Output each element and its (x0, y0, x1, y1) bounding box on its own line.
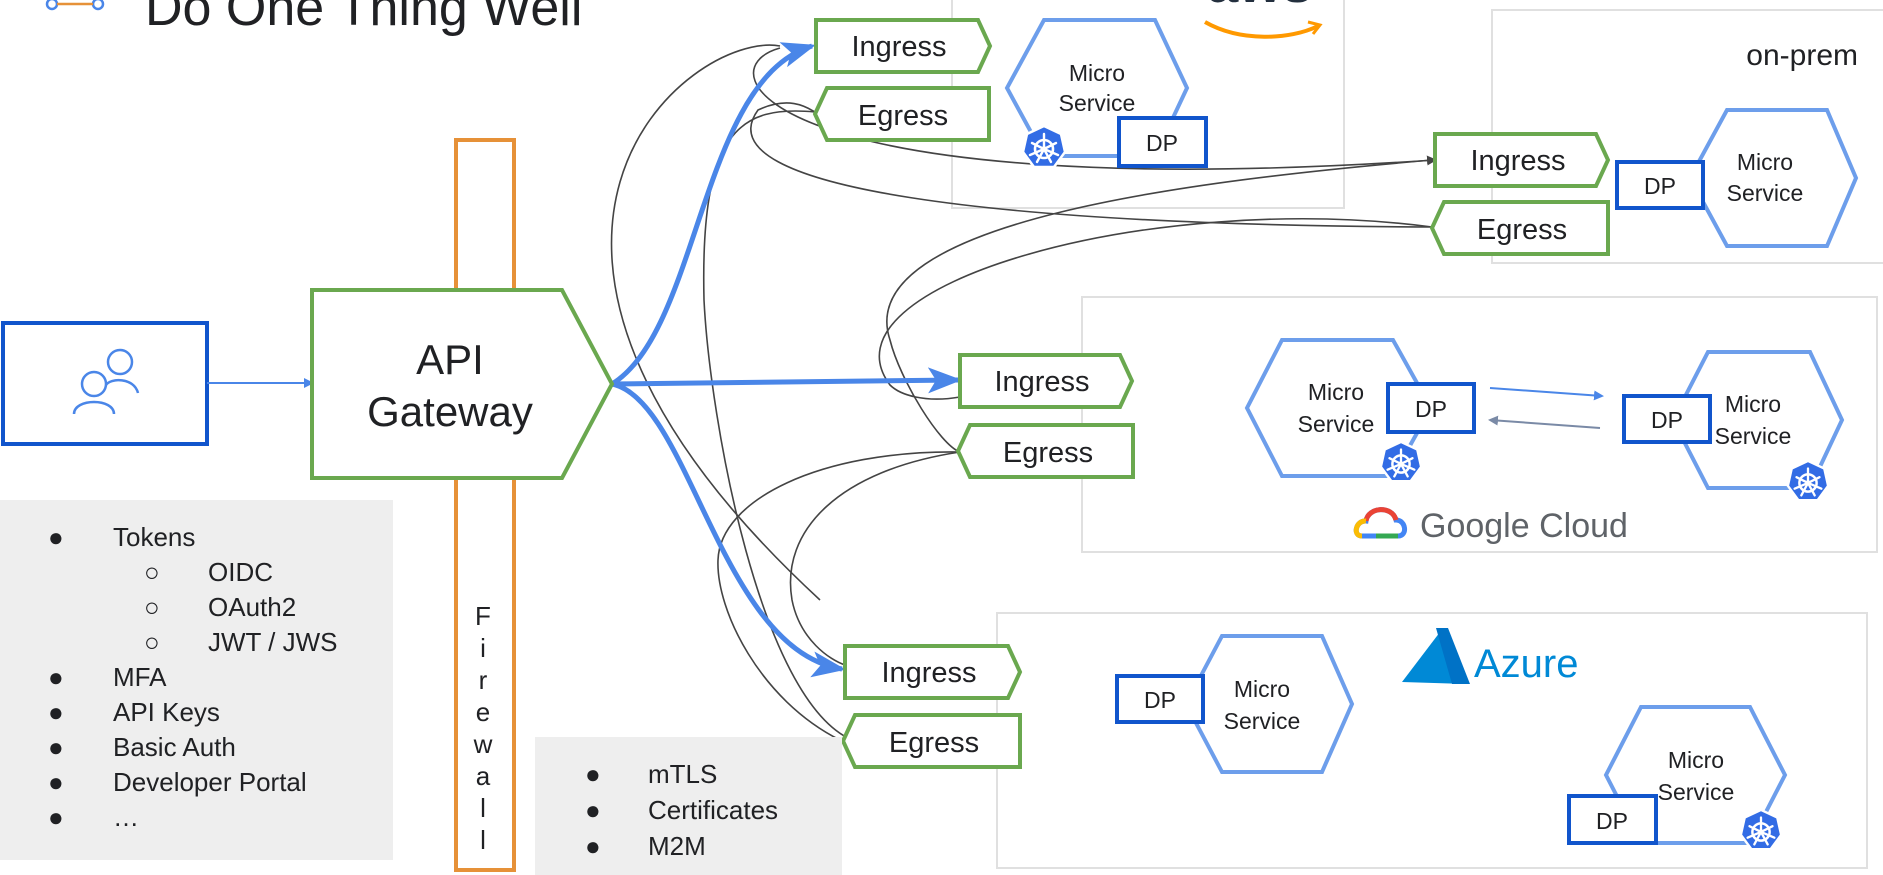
list-item-label: Basic Auth (113, 732, 236, 762)
gateway-arrows (610, 42, 962, 678)
api-gateway-label-line2: Gateway (367, 388, 533, 435)
onprem-microservice-line2: Service (1727, 180, 1804, 206)
gcp-dp-1-label: DP (1415, 396, 1447, 422)
azure-microservice-1[interactable] (1183, 634, 1355, 774)
azure-dp-2-label: DP (1596, 808, 1628, 834)
list-subitem: ○ (144, 557, 160, 587)
azure-dp-1[interactable] (1115, 674, 1205, 724)
list-item-label: M2M (648, 831, 706, 861)
users-icon (72, 348, 140, 415)
azure-dp-2[interactable] (1567, 794, 1658, 845)
onprem-egress-label: Egress (1477, 214, 1567, 246)
azure-egress-label: Egress (889, 727, 979, 759)
title-icon (45, 0, 105, 11)
onprem-microservice[interactable] (1687, 108, 1859, 248)
gcp-dp-2[interactable] (1622, 394, 1712, 444)
aws-smile-icon (1204, 20, 1319, 39)
list-item-label: … (113, 802, 139, 832)
list-item: ● (48, 697, 64, 727)
list-item: ● (48, 767, 64, 797)
azure-ingress-label: Ingress (881, 657, 976, 689)
onprem-egress[interactable] (1429, 200, 1610, 256)
google-cloud-label: Google Cloud (1420, 507, 1628, 545)
gcp-dp-2-label: DP (1651, 407, 1683, 433)
gcp-dp-return-arrow (1488, 415, 1601, 429)
gcp-microservice-1-line1: Micro (1308, 379, 1364, 405)
gcp-microservice-2-line1: Micro (1725, 391, 1781, 417)
list-item-label: JWT / JWS (208, 627, 338, 657)
list-item: ● (585, 795, 601, 825)
onprem-ingress-label: Ingress (1470, 145, 1565, 177)
azure-dp-1-label: DP (1144, 687, 1176, 713)
firewall-letter: e (475, 697, 491, 727)
kubernetes-icon (1021, 124, 1067, 169)
list-item: ● (48, 802, 64, 832)
gcp-egress-label: Egress (1003, 437, 1093, 469)
firewall-letter: l (480, 793, 486, 823)
on-prem-label: on-prem (1746, 39, 1858, 72)
azure-microservice-2-line1: Micro (1668, 747, 1724, 773)
azure-microservice-1-line2: Service (1224, 708, 1301, 734)
azure-label: Azure (1474, 642, 1579, 686)
azure-microservice-2-line2: Service (1658, 779, 1735, 805)
aws-microservice-line1: Micro (1069, 60, 1125, 86)
aws-egress[interactable] (812, 86, 991, 142)
list-item-label: Certificates (648, 795, 779, 825)
azure-ingress[interactable] (843, 644, 1023, 700)
aws-ingress-label: Ingress (851, 31, 946, 63)
list-item-label: API Keys (113, 697, 220, 727)
firewall (454, 138, 516, 872)
gcp-egress[interactable] (955, 423, 1135, 479)
aws-dp-label: DP (1146, 130, 1178, 156)
api-gateway-label-line1: API (416, 336, 484, 383)
firewall-letter: r (478, 665, 488, 695)
kubernetes-icon (1379, 440, 1423, 483)
api-gateway[interactable] (310, 288, 615, 480)
list-item-label: mTLS (648, 759, 718, 789)
azure-microservice-1-line1: Micro (1234, 676, 1290, 702)
firewall-letter: i (480, 633, 486, 663)
azure-egress[interactable] (840, 713, 1022, 769)
gcp-ingress-label: Ingress (994, 366, 1089, 398)
firewall-label: F i r e w a l l (455, 600, 511, 856)
aws-dp[interactable] (1117, 116, 1208, 168)
aws-egress-label: Egress (858, 100, 948, 132)
page-title: Do One Thing Well (145, 0, 583, 37)
kubernetes-icon (1786, 459, 1830, 502)
firewall-letter: l (480, 825, 486, 855)
firewall-letter: F (475, 601, 491, 631)
list-item-label: MFA (113, 662, 167, 692)
list-item: ● (48, 522, 64, 552)
list-item-label: Tokens (113, 522, 196, 552)
firewall-letter: w (473, 729, 493, 759)
list-subitem: ○ (144, 627, 160, 657)
list-item-label: OIDC (208, 557, 273, 587)
onprem-ingress[interactable] (1433, 132, 1611, 188)
gcp-microservice-1-line2: Service (1298, 411, 1375, 437)
azure-icon (1402, 628, 1470, 684)
aws-logo-icon: aws (1207, 0, 1313, 14)
google-cloud-icon (1353, 507, 1407, 539)
gcp-dp-forward-arrow (1489, 387, 1604, 401)
auth-methods-panel (0, 500, 393, 860)
onprem-dp-label: DP (1644, 173, 1676, 199)
kubernetes-icon (1739, 808, 1783, 851)
m2m-panel (535, 737, 842, 875)
onprem-microservice-line1: Micro (1737, 149, 1793, 175)
list-item: ● (48, 662, 64, 692)
list-item: ● (585, 759, 601, 789)
list-subitem: ○ (144, 592, 160, 622)
gcp-dp-1[interactable] (1386, 382, 1476, 434)
list-item: ● (48, 732, 64, 762)
firewall-letter: a (475, 761, 491, 791)
onprem-dp[interactable] (1615, 160, 1705, 210)
aws-microservice-line2: Service (1059, 90, 1136, 116)
aws-ingress[interactable] (814, 18, 993, 74)
gcp-microservice-2-line2: Service (1715, 423, 1792, 449)
list-item-label: OAuth2 (208, 592, 297, 622)
list-item-label: Developer Portal (113, 767, 307, 797)
gcp-ingress[interactable] (958, 353, 1135, 409)
list-item: ● (585, 831, 601, 861)
